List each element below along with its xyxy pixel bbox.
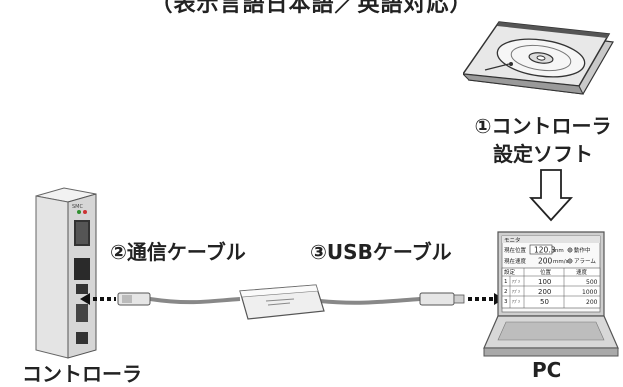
- diagram-title: （表示言語日本語／英語対応）: [150, 0, 473, 17]
- pc-screen-row1-status: 動作中: [574, 246, 591, 254]
- pc-label: PC: [532, 358, 562, 382]
- controller-brand-text: SMC: [72, 204, 83, 210]
- pc-table-row2-no: 2: [504, 289, 508, 295]
- pc-table-row1-type: ｱﾌﾞｿ: [512, 279, 520, 284]
- cable-assembly: [80, 284, 504, 320]
- pc-laptop-image: モニタ 現在位置 120.3 mm 動作中 現在速度 200 mm/s アラーム…: [483, 231, 619, 357]
- software-label-line2: 設定ソフト: [493, 142, 593, 166]
- pc-screen-heading: モニタ: [504, 236, 521, 244]
- software-cd-case-image: [463, 21, 614, 95]
- usb-cable-label: ③USBケーブル: [310, 240, 452, 264]
- pc-table-row1-pos: 100: [538, 278, 551, 286]
- pc-table-head-position: 位置: [540, 268, 552, 276]
- pc-table-row1-no: 1: [504, 279, 508, 285]
- controller-device-image: SMC: [35, 187, 97, 359]
- pc-screen-row2-label: 現在速度: [504, 257, 527, 265]
- pc-table-row3-type: ｱﾌﾞｿ: [512, 299, 520, 304]
- comm-cable-label: ②通信ケーブル: [110, 240, 246, 264]
- pc-table-row3-pos: 50: [540, 298, 549, 306]
- install-down-arrow: [529, 169, 573, 222]
- pc-table-row2-pos: 200: [538, 288, 551, 296]
- pc-table-head-setting: 設定: [504, 268, 516, 276]
- pc-screen-row1-value: 120.3: [534, 246, 556, 255]
- pc-table-head-speed: 速度: [576, 268, 588, 276]
- pc-screen-row1-label: 現在位置: [504, 246, 527, 254]
- pc-table-row2-type: ｱﾌﾞｿ: [512, 289, 520, 294]
- pc-table-row3-no: 3: [504, 299, 508, 305]
- pc-table-row3-speed: 200: [586, 299, 598, 306]
- pc-table-row2-speed: 1000: [582, 289, 597, 296]
- pc-screen-row1-unit: mm: [553, 248, 564, 254]
- pc-table-row1-speed: 500: [586, 279, 598, 286]
- pc-screen-row2-value: 200: [538, 257, 553, 266]
- software-label-line1: ①コントローラ: [474, 114, 612, 138]
- pc-screen-row2-unit: mm/s: [553, 259, 569, 265]
- controller-label: コントローラ: [22, 362, 142, 386]
- pc-screen-row2-status: アラーム: [574, 258, 596, 265]
